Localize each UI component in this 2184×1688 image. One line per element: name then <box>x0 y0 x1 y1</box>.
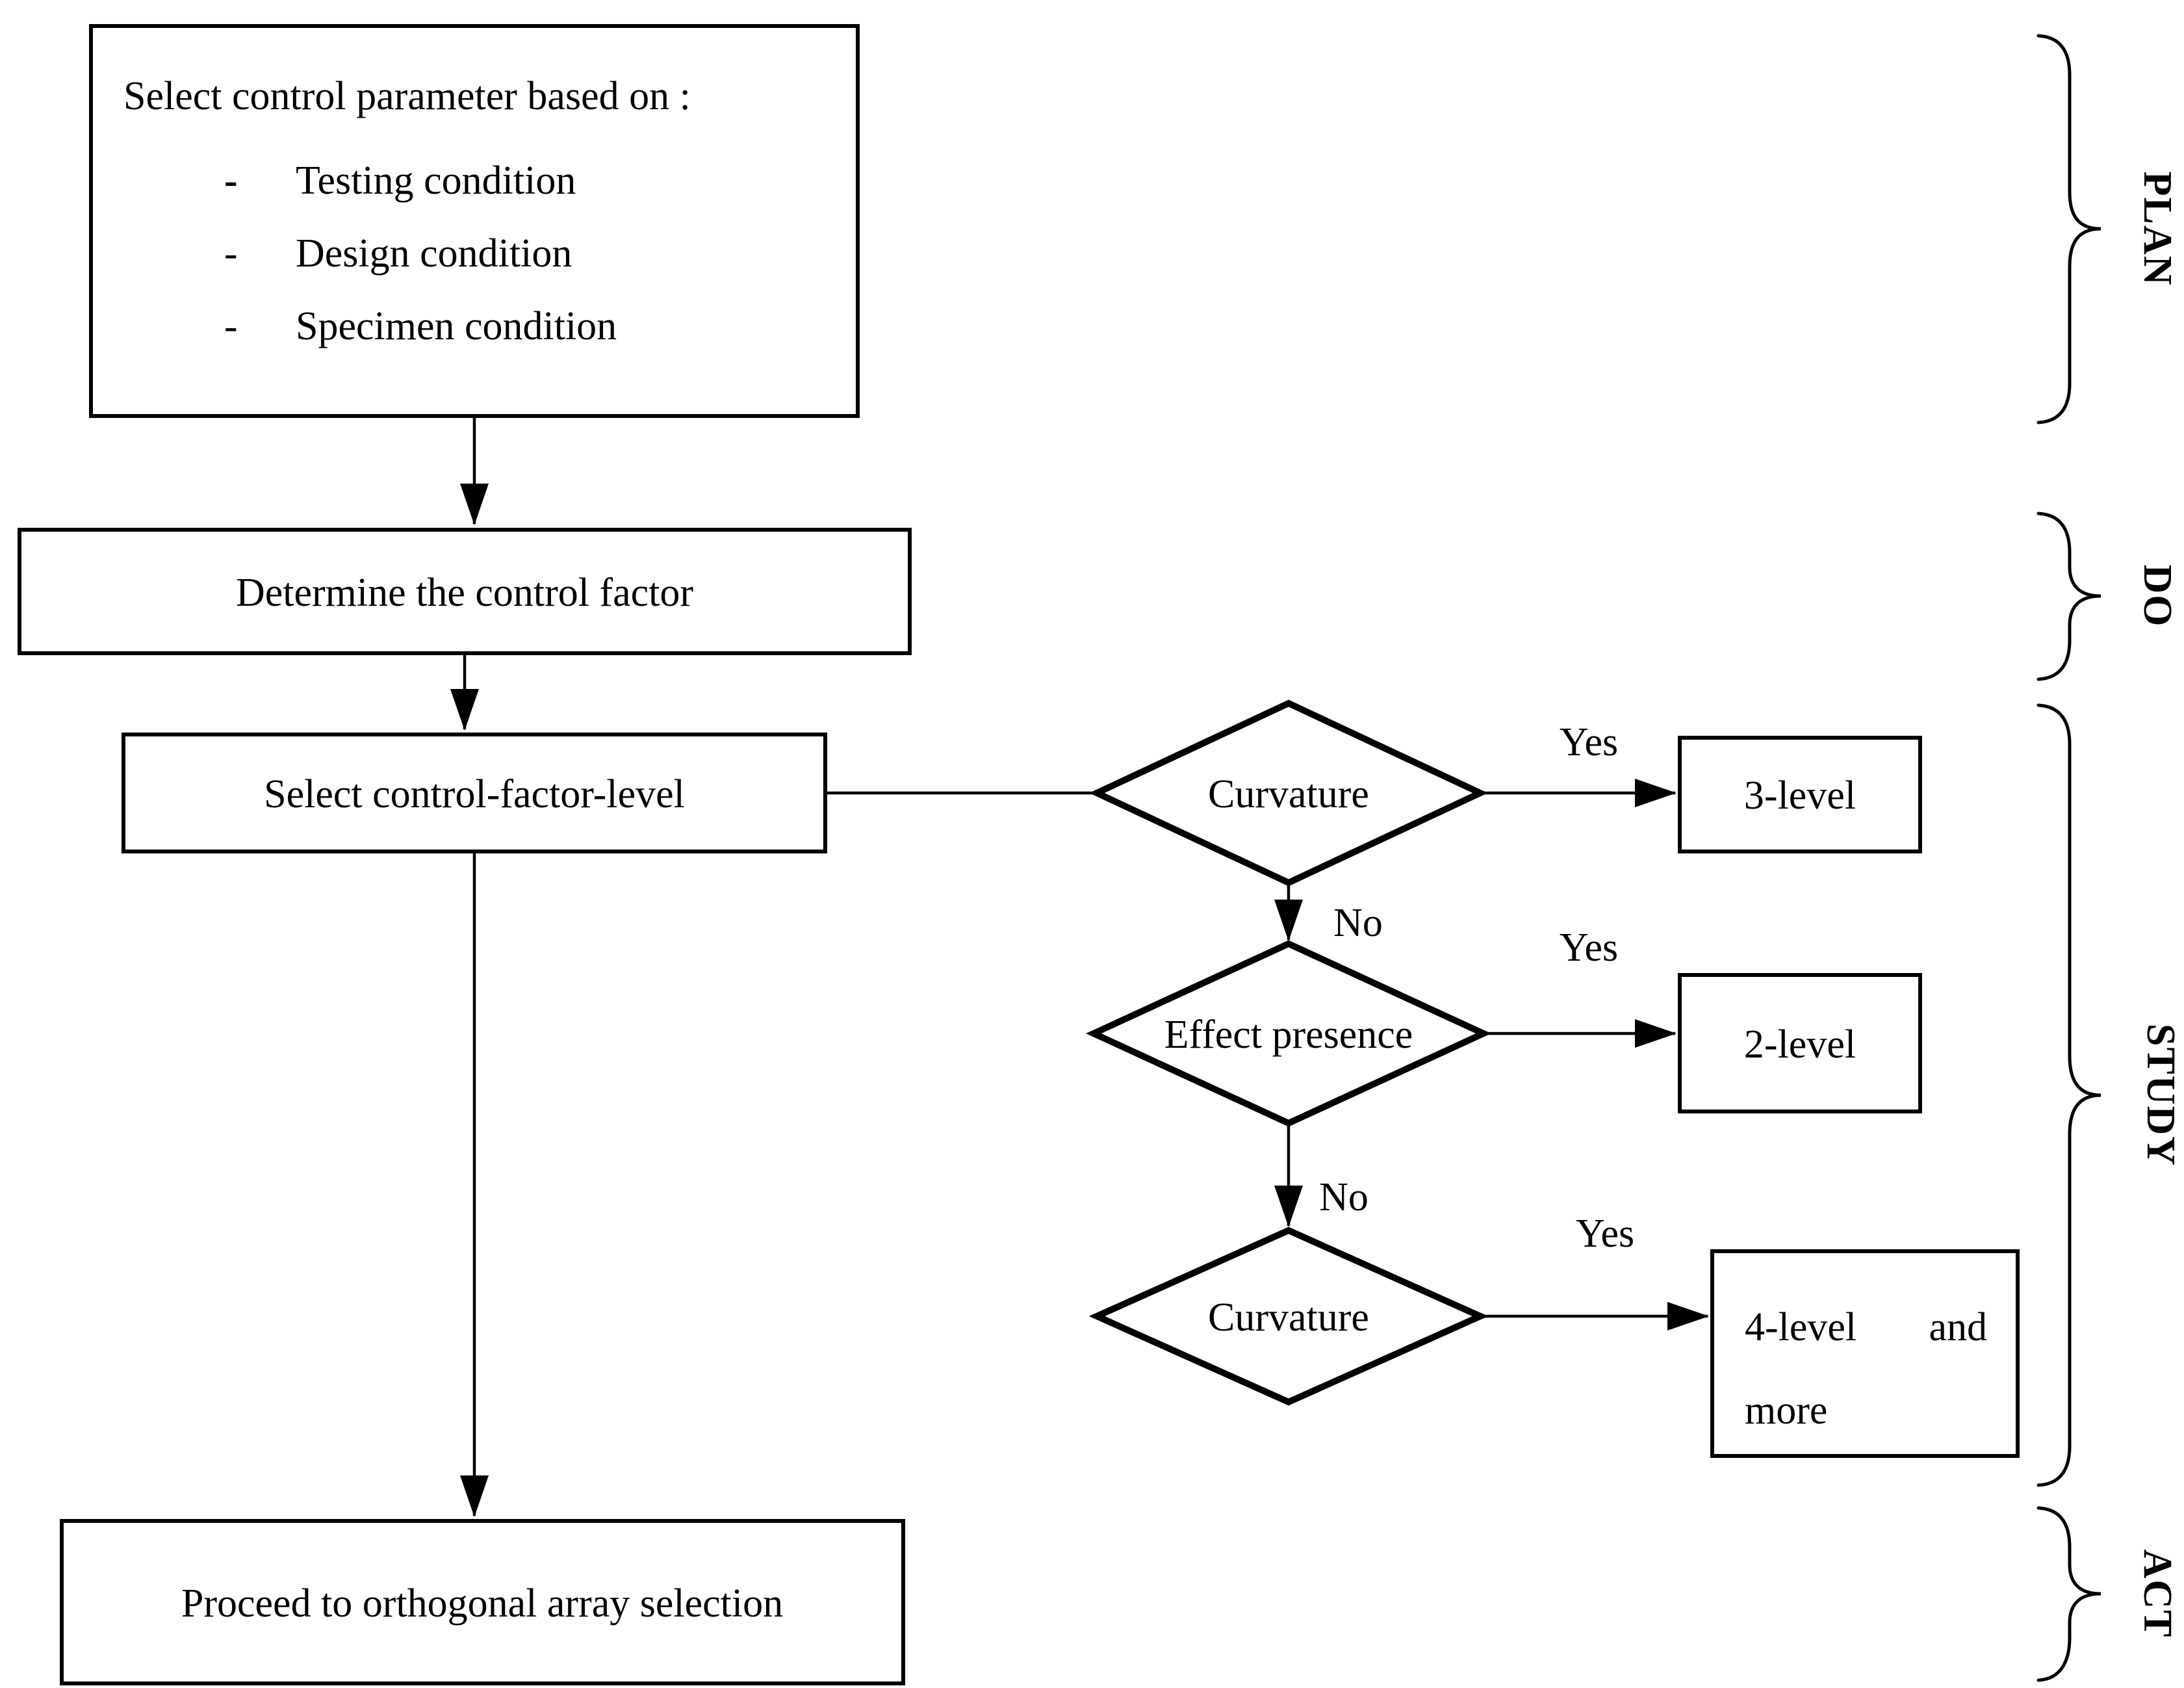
bullet-testing-condition: Testing condition <box>296 159 576 203</box>
4-level-line2: more <box>1745 1388 1827 1433</box>
bullet-specimen-condition: Specimen condition <box>296 304 617 348</box>
label-curvature2-yes: Yes <box>1576 1212 1634 1256</box>
brace-study <box>2036 703 2101 1487</box>
select-level-label: Select control-factor-level <box>264 772 685 816</box>
bullet-design-condition: Design condition <box>296 231 572 276</box>
3-level-label: 3-level <box>1744 773 1856 818</box>
4-level-word2: and <box>1929 1305 1987 1349</box>
diamond-effect-presence <box>1086 940 1491 1127</box>
determine-label: Determine the control factor <box>236 571 693 615</box>
label-curvature1-no: No <box>1333 901 1383 945</box>
bullet-dash: - <box>224 304 238 348</box>
brace-act <box>2036 1506 2101 1682</box>
diamond-curvature-2 <box>1088 1227 1489 1406</box>
select-parameter-title: Select control parameter based on : <box>123 74 691 118</box>
box-proceed-orthogonal-array <box>60 1519 905 1685</box>
bullet-dash: - <box>224 231 238 276</box>
proceed-label: Proceed to orthogonal array selection <box>181 1581 783 1626</box>
effect-presence-label: Effect presence <box>1164 1013 1413 1057</box>
curvature1-label: Curvature <box>1208 772 1369 816</box>
stage-label-plan: PLAN <box>2135 172 2179 287</box>
box-select-control-factor-level <box>122 733 827 853</box>
stage-label-study: STUDY <box>2139 1024 2183 1167</box>
box-determine-control-factor <box>18 528 912 655</box>
label-effect-yes: Yes <box>1560 926 1618 970</box>
brace-plan <box>2036 34 2101 424</box>
stage-label-do: DO <box>2135 565 2179 628</box>
curvature2-label: Curvature <box>1208 1295 1369 1340</box>
label-curvature1-yes: Yes <box>1560 720 1618 764</box>
box-4-level-and-more <box>1710 1249 2020 1458</box>
label-effect-no: No <box>1319 1175 1368 1219</box>
brace-do <box>2036 512 2101 681</box>
diamond-curvature-1 <box>1089 699 1488 887</box>
stage-label-act: ACT <box>2135 1550 2179 1639</box>
box-3-level <box>1678 736 1922 853</box>
4-level-word1: 4-level <box>1745 1305 1856 1349</box>
bullet-dash: - <box>224 159 238 203</box>
box-2-level <box>1678 973 1922 1113</box>
2-level-label: 2-level <box>1744 1022 1856 1067</box>
box-select-control-parameter <box>89 24 860 418</box>
